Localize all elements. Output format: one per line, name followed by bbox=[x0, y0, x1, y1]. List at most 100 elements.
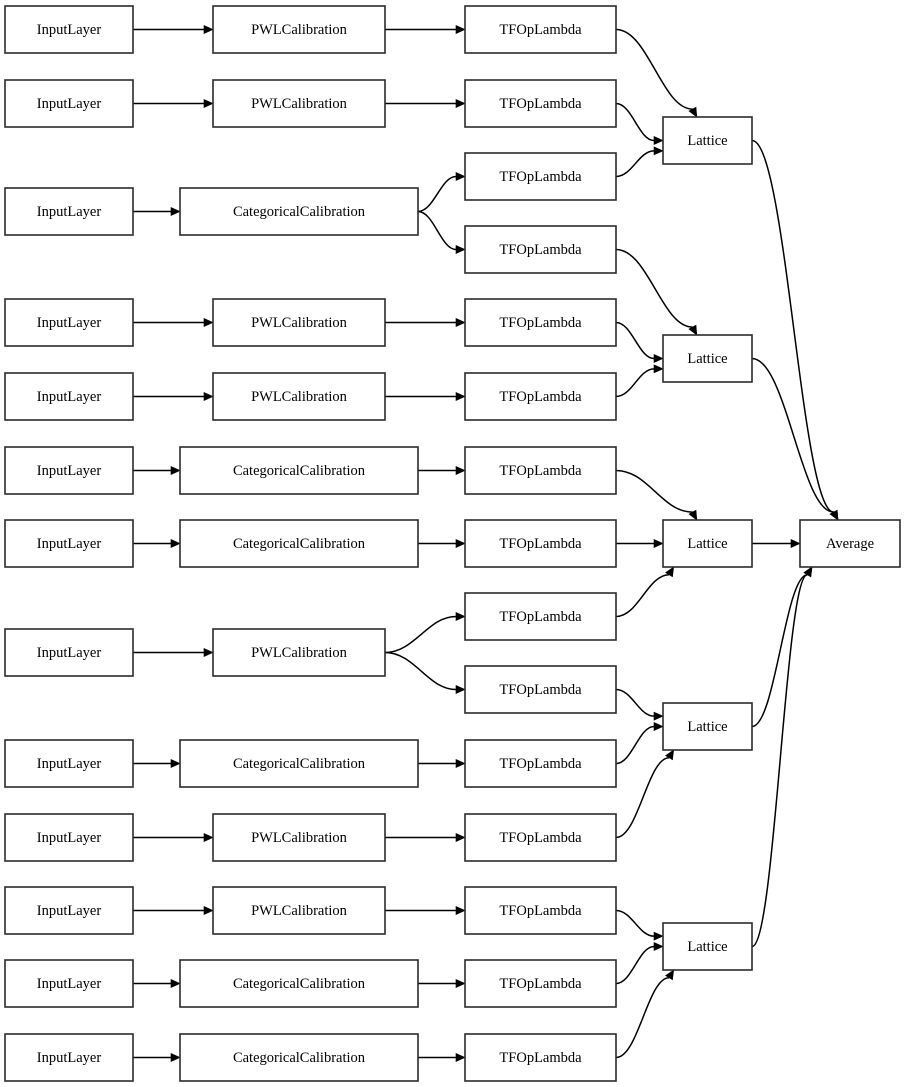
edge-op7-to-lat3 bbox=[615, 469, 693, 513]
node-cal7[interactable]: CategoricalCalibration bbox=[179, 519, 419, 568]
node-box-op1[interactable] bbox=[464, 5, 617, 54]
node-box-in3[interactable] bbox=[4, 187, 134, 236]
node-in11[interactable]: InputLayer bbox=[4, 886, 134, 935]
node-op10[interactable]: TFOpLambda bbox=[464, 665, 617, 714]
node-cal12[interactable]: CategoricalCalibration bbox=[179, 959, 419, 1008]
node-box-op6[interactable] bbox=[464, 372, 617, 421]
node-in6[interactable]: InputLayer bbox=[4, 446, 134, 495]
node-box-in6[interactable] bbox=[4, 446, 134, 495]
node-op8[interactable]: TFOpLambda bbox=[464, 519, 617, 568]
node-in2[interactable]: InputLayer bbox=[4, 79, 134, 128]
node-box-lat3[interactable] bbox=[662, 519, 753, 568]
node-op13[interactable]: TFOpLambda bbox=[464, 886, 617, 935]
node-box-cal12[interactable] bbox=[179, 959, 419, 1008]
node-op1[interactable]: TFOpLambda bbox=[464, 5, 617, 54]
node-op14[interactable]: TFOpLambda bbox=[464, 959, 617, 1008]
node-in3[interactable]: InputLayer bbox=[4, 187, 134, 236]
node-op7[interactable]: TFOpLambda bbox=[464, 446, 617, 495]
node-box-cal6[interactable] bbox=[179, 446, 419, 495]
node-box-in10[interactable] bbox=[4, 813, 134, 862]
node-cal5[interactable]: PWLCalibration bbox=[212, 372, 386, 421]
node-op11[interactable]: TFOpLambda bbox=[464, 739, 617, 788]
node-in8[interactable]: InputLayer bbox=[4, 628, 134, 677]
node-op12[interactable]: TFOpLambda bbox=[464, 813, 617, 862]
node-in12[interactable]: InputLayer bbox=[4, 959, 134, 1008]
node-op15[interactable]: TFOpLambda bbox=[464, 1033, 617, 1082]
node-lat4[interactable]: Lattice bbox=[662, 702, 753, 751]
node-cal1[interactable]: PWLCalibration bbox=[212, 5, 386, 54]
node-box-in8[interactable] bbox=[4, 628, 134, 677]
node-box-in5[interactable] bbox=[4, 372, 134, 421]
node-box-op12[interactable] bbox=[464, 813, 617, 862]
node-box-op15[interactable] bbox=[464, 1033, 617, 1082]
node-lat3[interactable]: Lattice bbox=[662, 519, 753, 568]
node-box-lat5[interactable] bbox=[662, 922, 753, 971]
node-in10[interactable]: InputLayer bbox=[4, 813, 134, 862]
node-cal6[interactable]: CategoricalCalibration bbox=[179, 446, 419, 495]
node-lat2[interactable]: Lattice bbox=[662, 334, 753, 383]
node-cal3[interactable]: CategoricalCalibration bbox=[179, 187, 419, 236]
node-box-in7[interactable] bbox=[4, 519, 134, 568]
node-box-op5[interactable] bbox=[464, 298, 617, 347]
node-box-in11[interactable] bbox=[4, 886, 134, 935]
node-op6[interactable]: TFOpLambda bbox=[464, 372, 617, 421]
node-box-op8[interactable] bbox=[464, 519, 617, 568]
node-label-in2: InputLayer bbox=[37, 96, 102, 112]
node-box-lat1[interactable] bbox=[662, 116, 753, 165]
node-box-op7[interactable] bbox=[464, 446, 617, 495]
node-box-op9[interactable] bbox=[464, 592, 617, 641]
node-box-cal9[interactable] bbox=[179, 739, 419, 788]
node-box-op13[interactable] bbox=[464, 886, 617, 935]
node-box-op14[interactable] bbox=[464, 959, 617, 1008]
node-box-in9[interactable] bbox=[4, 739, 134, 788]
node-lat5[interactable]: Lattice bbox=[662, 922, 753, 971]
node-op5[interactable]: TFOpLambda bbox=[464, 298, 617, 347]
node-cal13[interactable]: CategoricalCalibration bbox=[179, 1033, 419, 1082]
node-box-cal11[interactable] bbox=[212, 886, 386, 935]
node-box-in13[interactable] bbox=[4, 1033, 134, 1082]
node-in13[interactable]: InputLayer bbox=[4, 1033, 134, 1082]
node-box-cal2[interactable] bbox=[212, 79, 386, 128]
node-box-cal1[interactable] bbox=[212, 5, 386, 54]
node-box-op2[interactable] bbox=[464, 79, 617, 128]
node-box-cal7[interactable] bbox=[179, 519, 419, 568]
node-box-op3[interactable] bbox=[464, 152, 617, 201]
edge-op5-to-lat2 bbox=[615, 321, 655, 360]
node-box-lat4[interactable] bbox=[662, 702, 753, 751]
node-avg[interactable]: Average bbox=[799, 519, 901, 568]
node-in7[interactable]: InputLayer bbox=[4, 519, 134, 568]
node-box-avg[interactable] bbox=[799, 519, 901, 568]
node-in4[interactable]: InputLayer bbox=[4, 298, 134, 347]
node-box-op4[interactable] bbox=[464, 225, 617, 274]
node-in5[interactable]: InputLayer bbox=[4, 372, 134, 421]
node-op3[interactable]: TFOpLambda bbox=[464, 152, 617, 201]
node-op4[interactable]: TFOpLambda bbox=[464, 225, 617, 274]
node-cal8[interactable]: PWLCalibration bbox=[212, 628, 386, 677]
node-box-in12[interactable] bbox=[4, 959, 134, 1008]
arrowhead-op7-to-lat3 bbox=[688, 509, 698, 521]
node-label-op4: TFOpLambda bbox=[499, 242, 582, 258]
node-in1[interactable]: InputLayer bbox=[4, 5, 134, 54]
node-box-cal10[interactable] bbox=[212, 813, 386, 862]
node-label-cal9: CategoricalCalibration bbox=[233, 756, 366, 772]
node-cal11[interactable]: PWLCalibration bbox=[212, 886, 386, 935]
node-cal4[interactable]: PWLCalibration bbox=[212, 298, 386, 347]
node-box-in2[interactable] bbox=[4, 79, 134, 128]
node-box-cal13[interactable] bbox=[179, 1033, 419, 1082]
node-in9[interactable]: InputLayer bbox=[4, 739, 134, 788]
node-cal10[interactable]: PWLCalibration bbox=[212, 813, 386, 862]
node-box-op11[interactable] bbox=[464, 739, 617, 788]
node-op2[interactable]: TFOpLambda bbox=[464, 79, 617, 128]
node-box-cal3[interactable] bbox=[179, 187, 419, 236]
node-lat1[interactable]: Lattice bbox=[662, 116, 753, 165]
node-cal2[interactable]: PWLCalibration bbox=[212, 79, 386, 128]
node-box-cal4[interactable] bbox=[212, 298, 386, 347]
node-op9[interactable]: TFOpLambda bbox=[464, 592, 617, 641]
node-box-in1[interactable] bbox=[4, 5, 134, 54]
node-box-cal8[interactable] bbox=[212, 628, 386, 677]
node-box-cal5[interactable] bbox=[212, 372, 386, 421]
node-box-lat2[interactable] bbox=[662, 334, 753, 383]
node-cal9[interactable]: CategoricalCalibration bbox=[179, 739, 419, 788]
node-box-op10[interactable] bbox=[464, 665, 617, 714]
node-box-in4[interactable] bbox=[4, 298, 134, 347]
